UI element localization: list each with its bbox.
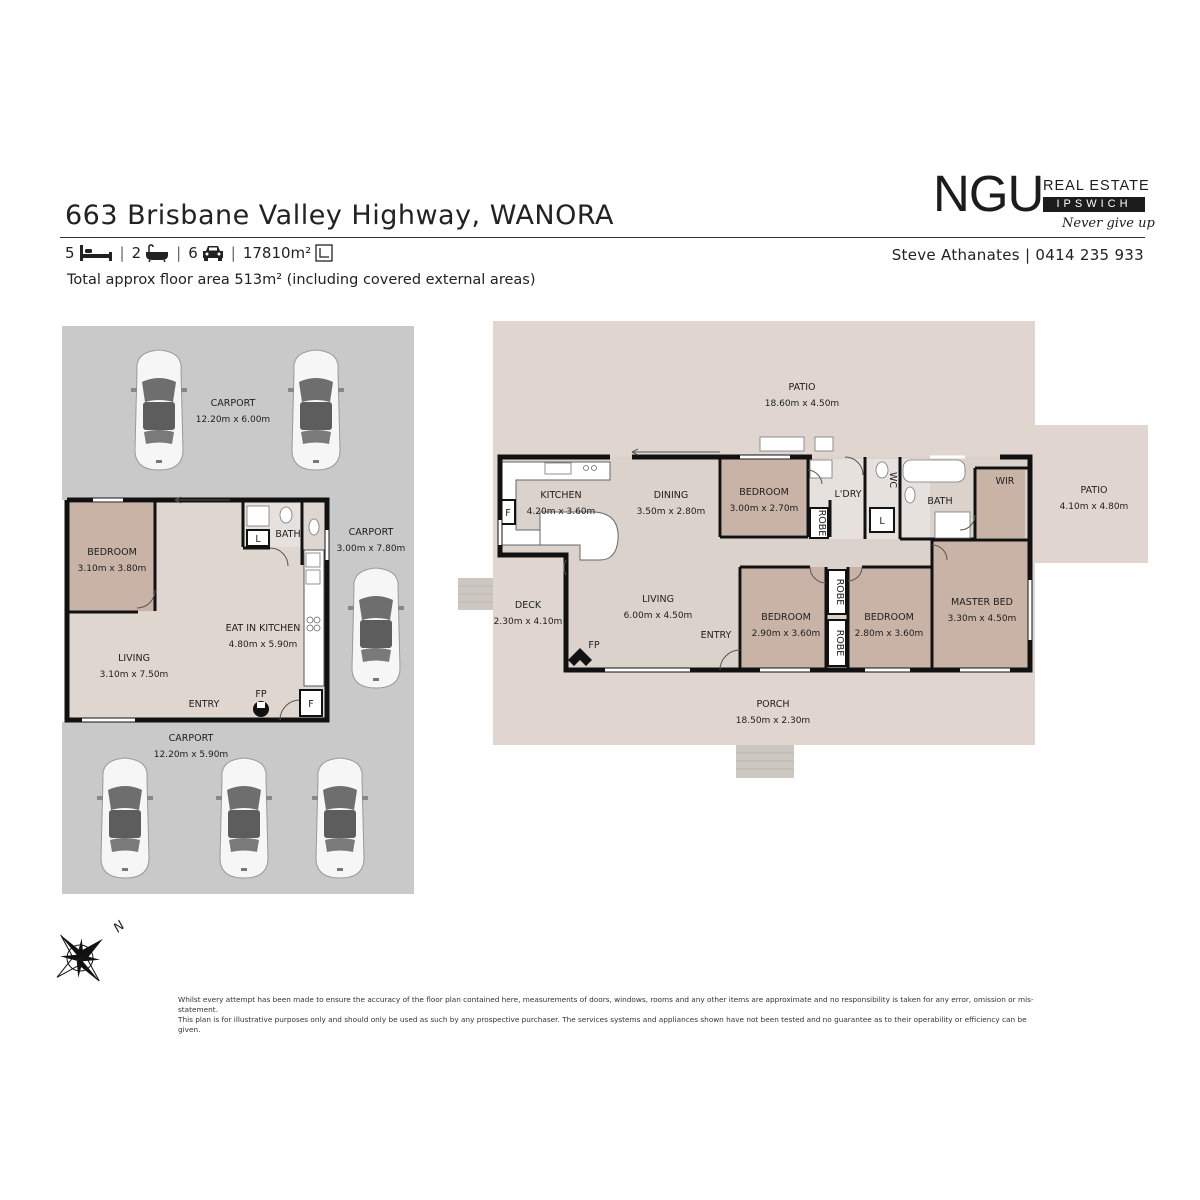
right-wir-label: WIR: [996, 476, 1015, 487]
bed-count: 5: [65, 244, 75, 262]
agent-contact: Steve Athanates | 0414 235 933: [891, 246, 1144, 264]
left-carport-top-size: 12.20m x 6.00m: [196, 415, 270, 425]
right-robe-label-3: ROBE: [834, 630, 845, 657]
land-area-icon: [315, 244, 333, 262]
right-bedroom3-name: BEDROOM: [864, 612, 914, 623]
logo-tagline: Never give up: [1062, 216, 1155, 231]
right-living-size: 6.00m x 4.50m: [624, 611, 693, 621]
right-robe-label-1: ROBE: [816, 510, 827, 537]
car-count: 6: [188, 244, 198, 262]
right-wir-floor: [975, 470, 1025, 538]
header-divider: [60, 237, 1145, 238]
left-living-name: LIVING: [118, 653, 150, 664]
left-living-size: 3.10m x 7.50m: [100, 670, 169, 680]
stats-separator: |: [230, 244, 236, 262]
bed-icon: [79, 245, 112, 261]
logo-ngu: NGU: [933, 165, 1044, 222]
right-dining-size: 3.50m x 2.80m: [637, 507, 706, 517]
left-fridge-label: F: [308, 699, 313, 710]
car-icon: [347, 567, 405, 689]
right-laundry-label: L'DRY: [834, 489, 861, 500]
left-carport-bottom-size: 12.20m x 5.90m: [154, 750, 228, 760]
right-patio-side-name: PATIO: [1081, 485, 1108, 496]
carport-top-area: [62, 326, 414, 500]
left-kitchen-name: EAT IN KITCHEN: [226, 623, 301, 634]
car-icon: [130, 349, 188, 471]
right-plan: F L: [458, 321, 1148, 778]
right-patio-top-size: 18.60m x 4.50m: [765, 399, 839, 409]
left-bedroom-size: 3.10m x 3.80m: [78, 564, 147, 574]
right-patio-side-size: 4.10m x 4.80m: [1060, 502, 1129, 512]
right-wc-label: WC: [887, 472, 898, 488]
left-kitchen-size: 4.80m x 5.90m: [229, 640, 298, 650]
land-area: 17810m²: [242, 244, 312, 262]
disclaimer-line-2: This plan is for illustrative purposes o…: [178, 1015, 1027, 1034]
car-icon: [202, 246, 223, 261]
right-bedroom1-size: 3.00m x 2.70m: [730, 504, 799, 514]
car-icon: [96, 757, 154, 879]
right-bedroom1-name: BEDROOM: [739, 487, 789, 498]
left-carport-top-name: CARPORT: [211, 398, 256, 409]
right-bedroom3-size: 2.80m x 3.60m: [855, 629, 924, 639]
right-master-floor: [932, 540, 1028, 669]
right-master-size: 3.30m x 4.50m: [948, 614, 1017, 624]
logo-real-estate: REAL ESTATE: [1043, 178, 1150, 194]
right-patio-side-area: [1035, 425, 1148, 563]
compass-icon: [56, 934, 103, 982]
left-exterior-wall: [64, 497, 330, 723]
right-bath-label: BATH: [927, 496, 952, 507]
right-bedroom3-floor: [848, 567, 932, 669]
stats-separator: |: [176, 244, 182, 262]
right-deck-size: 2.30m x 4.10m: [494, 617, 563, 627]
right-fridge-label: F: [505, 508, 510, 519]
disclaimer: Whilst every attempt has been made to en…: [178, 995, 1038, 1035]
disclaimer-line-1: Whilst every attempt has been made to en…: [178, 995, 1034, 1014]
right-master-name: MASTER BED: [951, 597, 1013, 608]
left-carport-bottom-name: CARPORT: [169, 733, 214, 744]
right-bedroom2-name: BEDROOM: [761, 612, 811, 623]
bath-count: 2: [131, 244, 142, 262]
left-entry-label: ENTRY: [189, 699, 220, 710]
left-plan: F L CARPORT 12.20m x 6.00m CARPORT 3.00m…: [62, 326, 414, 894]
left-bath-label: BATH: [275, 529, 300, 540]
left-laundry-label: L: [255, 534, 261, 545]
left-carport-right-name: CARPORT: [349, 527, 394, 538]
left-fireplace-label: FP: [255, 689, 266, 700]
right-kitchen-name: KITCHEN: [540, 490, 581, 501]
logo-ipswich: IPSWICH: [1043, 197, 1145, 212]
right-bedroom2-floor: [742, 567, 826, 669]
right-porch-name: PORCH: [756, 699, 789, 710]
right-robe-label-2: ROBE: [834, 579, 845, 606]
car-icon: [287, 349, 345, 471]
left-bedroom-name: BEDROOM: [87, 547, 137, 558]
stats-separator: |: [119, 244, 125, 262]
left-carport-right-size: 3.00m x 7.80m: [337, 544, 406, 554]
car-icon: [215, 757, 273, 879]
right-bedroom2-size: 2.90m x 3.60m: [752, 629, 821, 639]
right-deck-name: DECK: [515, 600, 542, 611]
property-address: 663 Brisbane Valley Highway, WANORA: [65, 200, 614, 231]
compass-north-label: N: [111, 918, 128, 936]
right-entry-label: ENTRY: [701, 630, 732, 641]
car-icon: [311, 757, 369, 879]
right-porch-size: 18.50m x 2.30m: [736, 716, 810, 726]
right-fireplace-label: FP: [588, 640, 599, 651]
property-stats: 5 | 2 | 6 | 17810m²: [65, 244, 333, 262]
right-exterior-wall: [497, 454, 1033, 673]
right-dining-name: DINING: [654, 490, 689, 501]
left-bedroom-floor: [68, 503, 155, 611]
right-kitchen-size: 4.20m x 3.60m: [527, 507, 596, 517]
floor-area-note: Total approx floor area 513m² (including…: [67, 272, 536, 288]
right-living-name: LIVING: [642, 594, 674, 605]
right-laundry-tub-label: L: [879, 516, 885, 527]
right-patio-top-name: PATIO: [789, 382, 816, 393]
right-bedroom1-floor: [722, 459, 808, 535]
bath-icon: [146, 244, 169, 262]
